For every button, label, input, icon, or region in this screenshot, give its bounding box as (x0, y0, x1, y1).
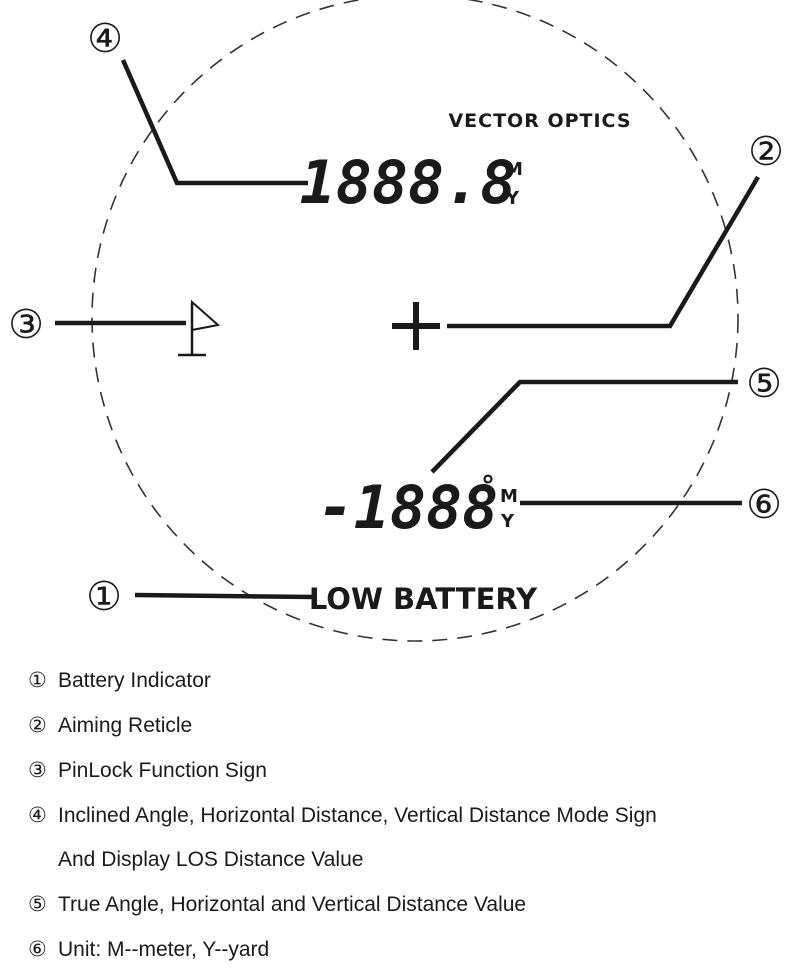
bottom-unit-yard: Y (500, 511, 515, 532)
aiming-reticle-icon (392, 302, 440, 350)
angle-distance-value: -1888 (318, 473, 499, 543)
legend-text: PinLock Function Sign (58, 759, 267, 782)
legend-item: ④ Inclined Angle, Horizontal Distance, Ve… (28, 793, 778, 838)
callout-4: ④ (87, 16, 123, 62)
degree-symbol: ° (481, 469, 495, 502)
callout-5: ⑤ (746, 361, 782, 407)
callout-1: ① (86, 574, 122, 620)
legend-number: ⑤ (28, 892, 47, 916)
legend-text: Aiming Reticle (58, 714, 193, 737)
eyepiece-circle (91, 0, 739, 642)
leader-line-2 (447, 175, 760, 329)
bottom-unit-meter: M (500, 486, 518, 507)
legend-list: ① Battery Indicator ② Aiming Reticle ③ PinL… (28, 658, 778, 972)
legend-text: Inclined Angle, Horizontal Distance, Ver… (58, 804, 657, 827)
callout-2: ② (748, 129, 784, 175)
legend-text: Battery Indicator (58, 669, 211, 692)
leader-line-5 (430, 379, 738, 474)
pinlock-flag-icon (178, 299, 221, 357)
top-unit-meter: M (505, 159, 523, 180)
legend-number: ⑥ (28, 937, 47, 961)
legend-number: ① (28, 668, 47, 692)
callout-3: ③ (8, 302, 44, 348)
callout-6: ⑥ (746, 482, 782, 528)
los-distance-value: 1888.8 (300, 148, 517, 218)
legend-number: ④ (28, 803, 47, 827)
legend-item-continuation: And Display LOS Distance Value (28, 838, 778, 882)
legend-number: ② (28, 713, 47, 737)
low-battery-indicator: LOW BATTERY (309, 582, 538, 616)
legend-item: ⑤ True Angle, Horizontal and Vertical Dis… (28, 882, 778, 927)
legend-text: True Angle, Horizontal and Vertical Dist… (58, 893, 527, 916)
legend-number: ③ (28, 758, 47, 782)
brand-logo: VECTOR OPTICS (448, 110, 631, 132)
legend-text: Unit: M--meter, Y--yard (58, 938, 270, 961)
legend-item: ② Aiming Reticle (28, 703, 778, 748)
legend-item: ⑥ Unit: M--meter, Y--yard (28, 927, 778, 972)
rangefinder-display-diagram: VECTOR OPTICS 1888.8 M Y -1888 ° M Y LOW… (8, 0, 784, 642)
legend-text: And Display LOS Distance Value (58, 848, 364, 871)
leader-line-1 (134, 592, 315, 600)
legend-item: ③ PinLock Function Sign (28, 748, 778, 793)
top-unit-yard: Y (505, 188, 520, 209)
legend-item: ① Battery Indicator (28, 658, 778, 703)
leader-line-4 (120, 59, 308, 186)
